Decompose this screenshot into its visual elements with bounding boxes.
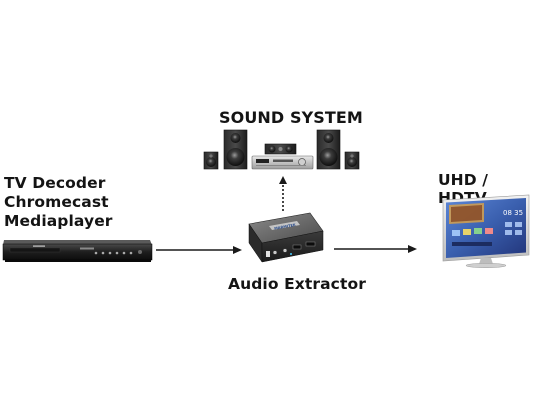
media-player-illustration	[2, 240, 153, 262]
arrow-source-to-extractor	[156, 246, 242, 254]
tv-clock-text: 08 35	[503, 209, 523, 217]
av-receiver	[251, 155, 314, 170]
audio-extractor-illustration: MARMITEK	[248, 212, 324, 263]
speaker-small-left	[203, 151, 219, 170]
speaker-tower-left	[223, 129, 248, 170]
source-line-chromecast: Chromecast	[4, 193, 109, 211]
source-line-mediaplayer: Mediaplayer	[4, 212, 113, 230]
extractor-brand-text: MARMITEK	[274, 223, 296, 231]
sound-system-illustration	[203, 129, 360, 170]
tv-illustration: 08 35	[442, 194, 530, 268]
speaker-small-right	[344, 151, 360, 170]
speaker-tower-right	[316, 129, 341, 170]
audio-extractor-label: Audio Extractor	[228, 275, 366, 293]
arrow-extractor-to-tv	[334, 245, 417, 253]
speaker-center	[264, 143, 297, 155]
sound-system-label: SOUND SYSTEM	[219, 108, 363, 127]
source-devices-label: TV Decoder Chromecast Mediaplayer	[4, 174, 113, 231]
arrow-extractor-to-sound-system	[279, 176, 287, 211]
source-line-tv-decoder: TV Decoder	[4, 174, 106, 192]
